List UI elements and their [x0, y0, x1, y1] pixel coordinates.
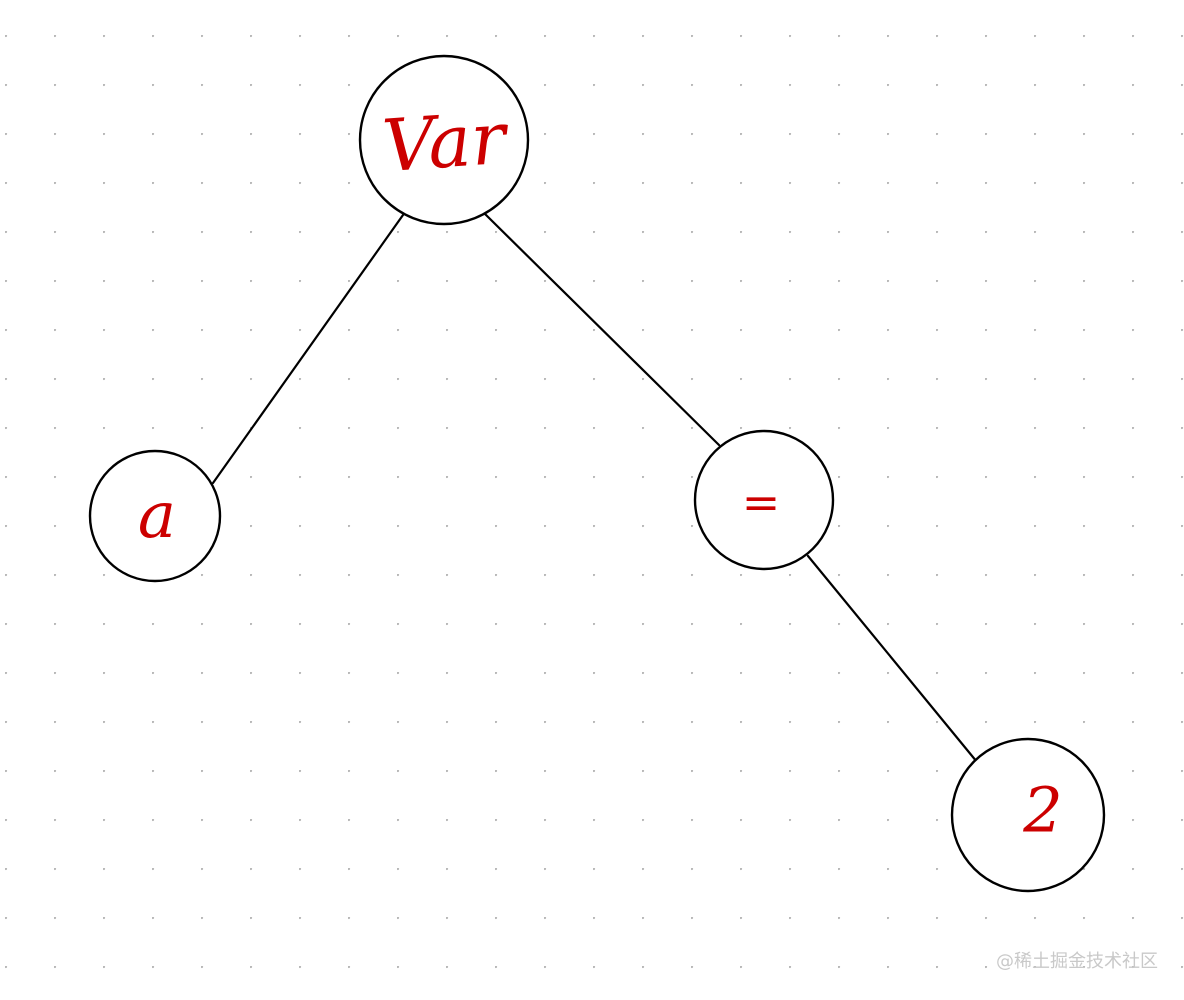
node-two: 2 [950, 737, 1106, 893]
edge-eq-two [806, 554, 979, 764]
node-a-circle [88, 449, 222, 583]
node-eq: = [693, 429, 835, 571]
edge-var-a [211, 213, 405, 485]
node-eq-label: = [742, 475, 781, 529]
node-two-label: 2 [1022, 774, 1062, 847]
watermark: @稀土掘金技术社区 [996, 951, 1158, 972]
edge-var-eq [482, 211, 721, 447]
node-a: a [88, 449, 222, 583]
nodes: Var a = 2 [88, 54, 1106, 893]
edges [211, 211, 979, 764]
node-a-label: a [138, 479, 176, 553]
node-var-circle [358, 54, 530, 226]
node-two-circle [950, 737, 1106, 893]
node-var: Var [358, 54, 530, 226]
node-var-label: Var [380, 96, 512, 189]
node-eq-circle [693, 429, 835, 571]
